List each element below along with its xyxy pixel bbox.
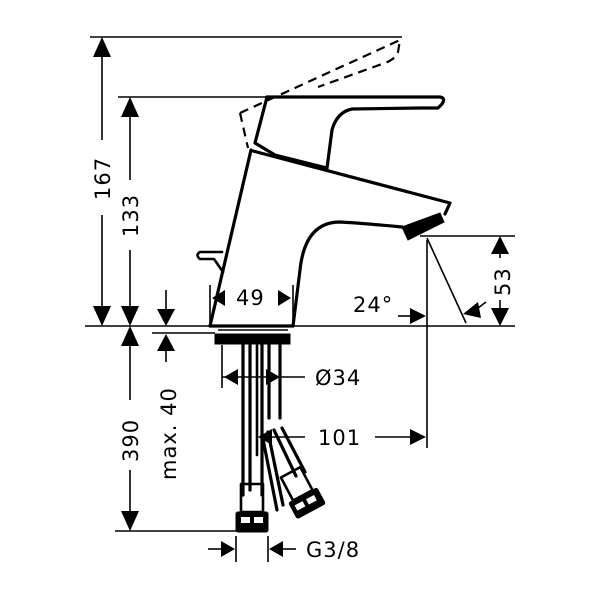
dimension-lever-height: 133: [119, 97, 143, 326]
dimension-total-height: 167: [91, 37, 115, 326]
base-width-label: 49: [236, 286, 265, 310]
reference-lines: [85, 36, 515, 532]
max-counter-label: max. 40: [157, 387, 181, 480]
dimension-base-width: 49: [209, 285, 294, 322]
hoses: [235, 342, 326, 533]
hose-length-label: 390: [119, 419, 143, 462]
spout-reach-label: 101: [318, 426, 361, 450]
spout-angle-label: 24°: [353, 293, 393, 317]
dimension-spout-angle: 24°: [353, 237, 487, 324]
dimension-thread: G3/8: [208, 536, 360, 562]
lever-height-label: 133: [119, 194, 143, 237]
thread-label: G3/8: [306, 538, 360, 562]
dimension-max-counter: max. 40: [157, 290, 181, 480]
dimension-spout-height: 53: [491, 236, 515, 326]
dimension-spout-reach: 101: [258, 240, 428, 450]
total-height-label: 167: [91, 157, 115, 200]
spout-height-label: 53: [491, 267, 515, 296]
base-diameter-label: Ø34: [315, 366, 361, 390]
dimension-hose-length: 390: [119, 326, 143, 531]
dimension-base-diameter: Ø34: [221, 345, 361, 390]
